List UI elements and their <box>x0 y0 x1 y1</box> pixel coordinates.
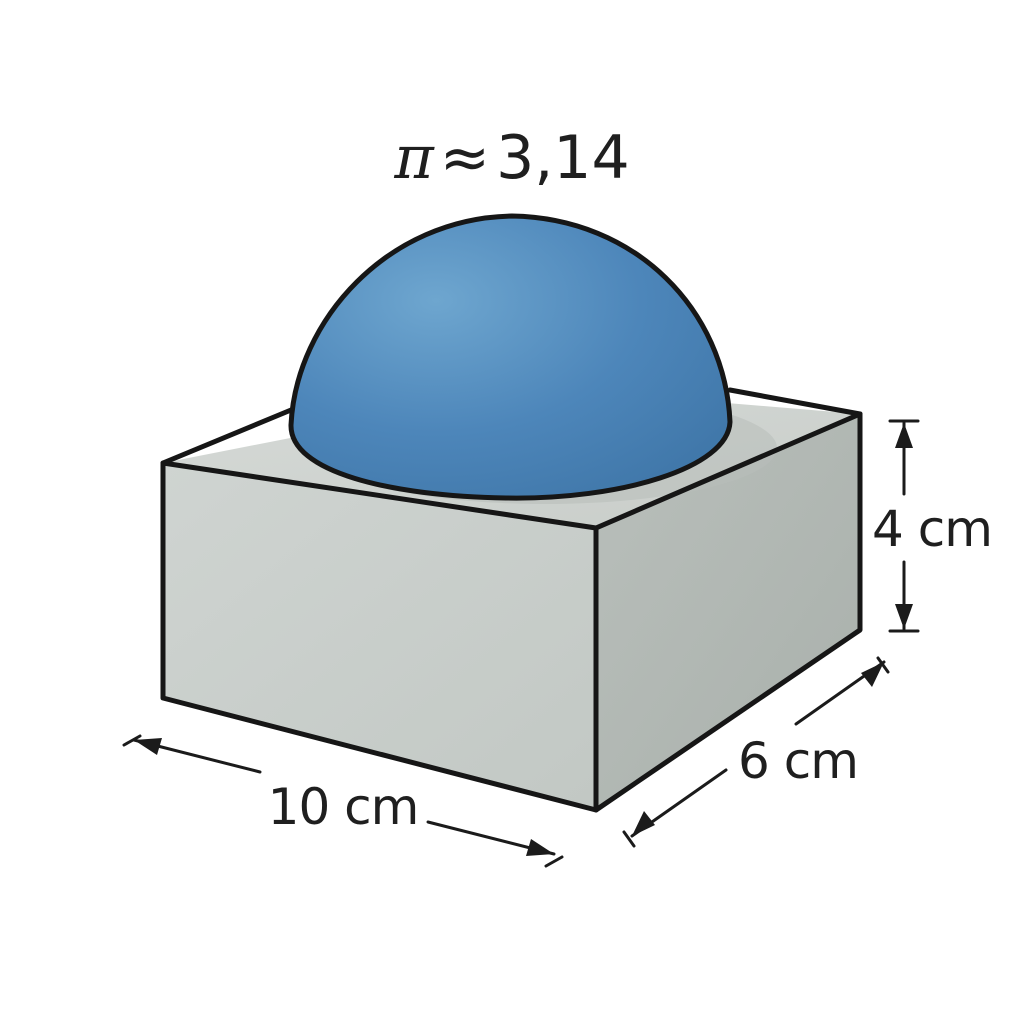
box-edges <box>160 387 863 813</box>
length-arrowhead-right <box>526 839 554 856</box>
depth-label: 6 cm <box>738 732 858 790</box>
height-label: 4 cm <box>872 500 992 558</box>
height-dimension: 4 cm <box>872 419 993 633</box>
height-arrowhead-top <box>895 423 913 448</box>
pi-approximation-label: π≈3,14 <box>393 123 629 193</box>
depth-arrowhead-bottom <box>632 811 655 836</box>
length-arrowhead-left <box>134 738 162 755</box>
approx-sign: ≈ <box>440 123 490 193</box>
hemisphere <box>290 216 730 499</box>
hemisphere-outline <box>288 213 733 501</box>
depth-dimension: 6 cm <box>622 656 890 848</box>
box-front-face <box>163 463 596 810</box>
depth-arrowhead-top <box>861 662 884 687</box>
length-label: 10 cm <box>268 778 419 836</box>
pi-value: 3,14 <box>496 123 630 193</box>
pi-symbol: π <box>393 123 435 193</box>
length-dimension: 10 cm <box>122 734 564 868</box>
box-side-face <box>596 414 860 810</box>
height-arrowhead-bottom <box>895 604 913 629</box>
